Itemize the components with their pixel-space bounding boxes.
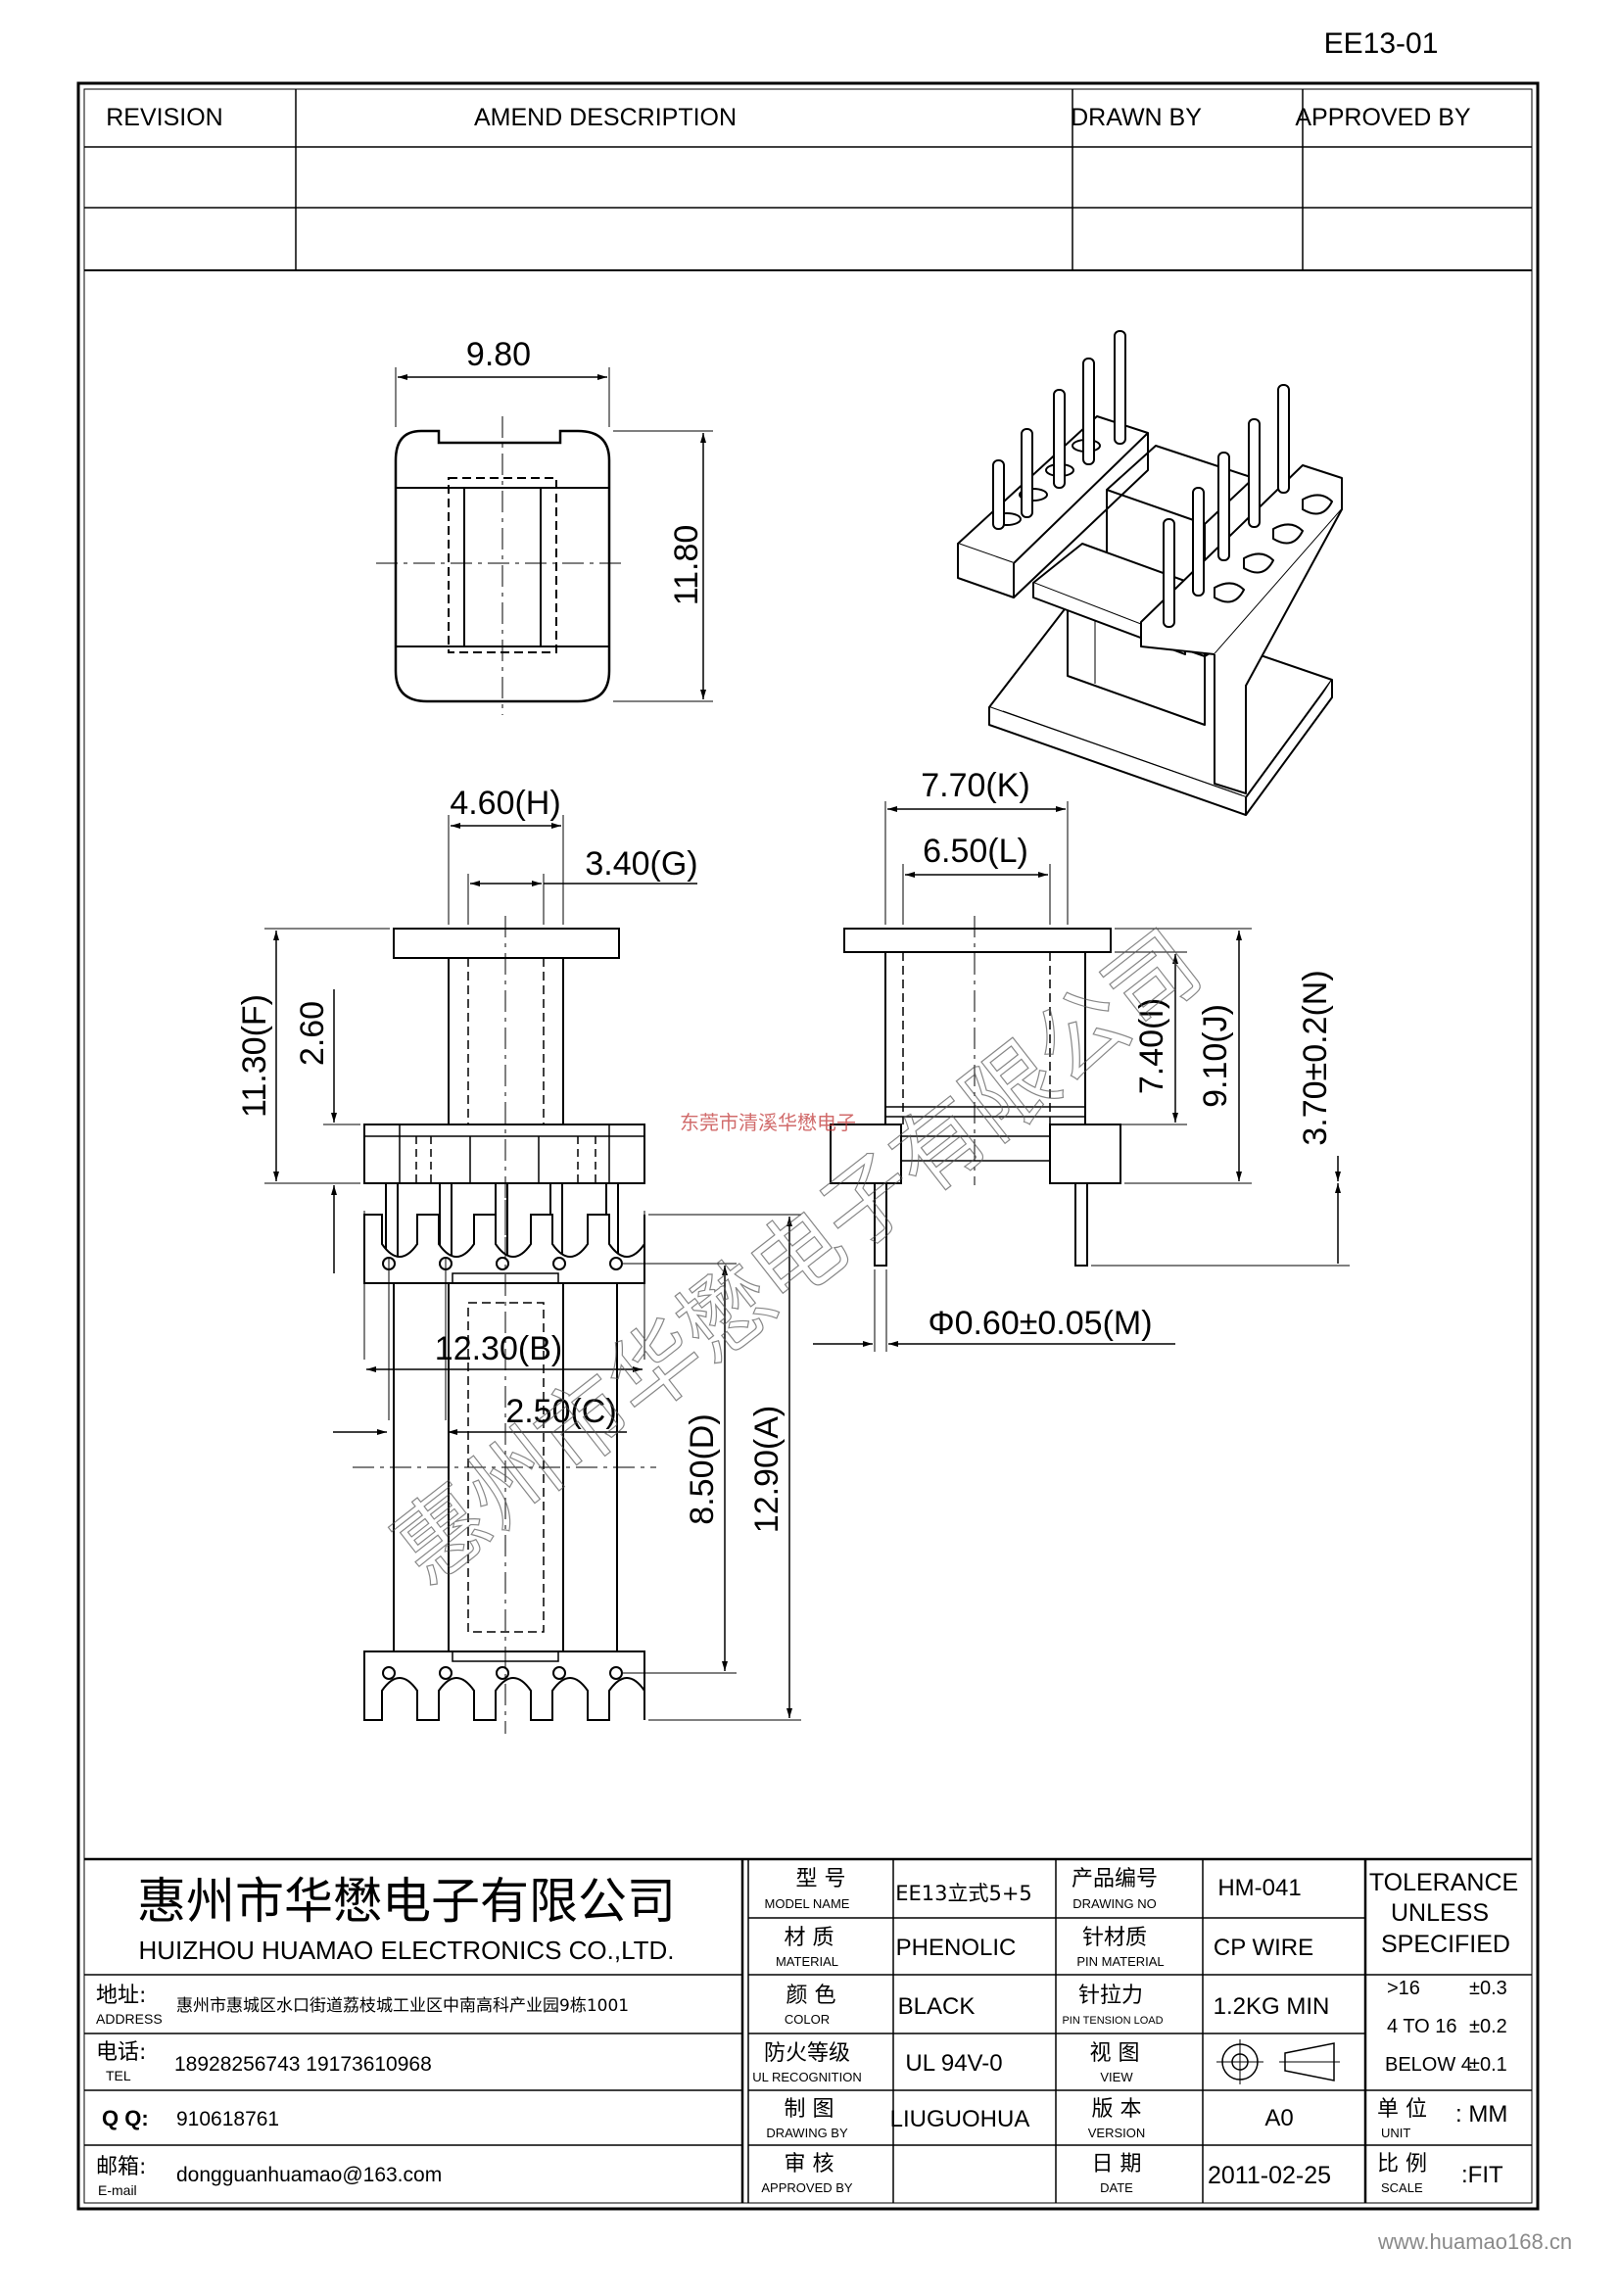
- view-label-en: VIEW: [1100, 2070, 1133, 2084]
- pin-material-label-cn: 针材质: [1082, 1926, 1147, 1950]
- color-value: BLACK: [898, 1993, 976, 2020]
- rev-header-approved-by: APPROVED BY: [1295, 104, 1471, 131]
- rev-header-amend: AMEND DESCRIPTION: [474, 104, 737, 131]
- rev-header-drawn-by: DRAWN BY: [1071, 104, 1202, 131]
- dim-front-G: 3.40(G): [585, 845, 697, 883]
- material-label-en: MATERIAL: [776, 1954, 838, 1969]
- dim-side-N: 3.70±0.2(N): [1297, 970, 1334, 1145]
- tel-label-cn: 电话:: [96, 2040, 146, 2065]
- dim-bottom-C: 2.50(C): [505, 1393, 616, 1430]
- doc-number: EE13-01: [1324, 27, 1439, 60]
- front-view: [264, 815, 697, 1273]
- dim-side-I: 7.40(I): [1133, 998, 1170, 1094]
- pin-material-label-en: PIN MATERIAL: [1076, 1954, 1164, 1969]
- version-label-cn: 版 本: [1092, 2097, 1142, 2122]
- dim-side-L: 6.50(L): [923, 833, 1028, 870]
- tol-range-3: BELOW 4: [1385, 2054, 1472, 2076]
- model-label-cn: 型 号: [796, 1867, 846, 1891]
- dim-side-J: 9.10(J): [1197, 1004, 1234, 1108]
- view-label-cn: 视 图: [1090, 2041, 1140, 2066]
- scale-label-en: SCALE: [1381, 2180, 1423, 2195]
- tol-range-2: 4 TO 16: [1387, 2016, 1457, 2037]
- dim-bottom-A: 12.90(A): [748, 1406, 786, 1533]
- scale-label-cn: 比 例: [1377, 2152, 1427, 2176]
- date-value: 2011-02-25: [1208, 2162, 1331, 2189]
- dim-top-height: 11.80: [668, 525, 705, 606]
- tel-label-en: TEL: [106, 2068, 131, 2083]
- email-label-cn: 邮箱:: [96, 2155, 146, 2179]
- website: www.huamao168.cn: [1377, 2229, 1572, 2254]
- drawing-no-label-en: DRAWING NO: [1072, 1896, 1156, 1911]
- drawing-no-label-cn: 产品编号: [1072, 1867, 1158, 1891]
- title-block-grid: [84, 1857, 1532, 2203]
- tolerance-line2: UNLESS: [1391, 1899, 1489, 1927]
- isometric-view: [957, 330, 1343, 816]
- dim-pin-M: Φ0.60±0.05(M): [928, 1305, 1152, 1342]
- rev-header-revision: REVISION: [106, 104, 222, 131]
- dim-front-F: 11.30(F): [236, 994, 273, 1118]
- version-value: A0: [1264, 2105, 1293, 2131]
- ul-value: UL 94V-0: [905, 2050, 1002, 2077]
- address-value: 惠州市惠城区水口街道荔枝城工业区中南高科产业园9栋1001: [176, 1996, 629, 2016]
- projection-symbol-icon: [1216, 2039, 1340, 2084]
- dim-front-260: 2.60: [294, 1001, 331, 1066]
- tol-value-3: ±0.1: [1469, 2054, 1507, 2076]
- approved-label-cn: 审 核: [785, 2152, 834, 2176]
- pin-tension-label-en: PIN TENSION LOAD: [1062, 2015, 1163, 2027]
- drawing-frame: [76, 81, 1540, 2211]
- revision-table: [84, 89, 1532, 271]
- dim-front-H: 4.60(H): [450, 785, 560, 822]
- watermark-small: 东莞市清溪华懋电子: [680, 1111, 856, 1134]
- date-label-cn: 日 期: [1092, 2152, 1142, 2176]
- qq-value: 910618761: [176, 2108, 279, 2130]
- pin-tension-value: 1.2KG MIN: [1214, 1993, 1330, 2020]
- unit-label-en: UNIT: [1381, 2126, 1410, 2140]
- approved-label-en: APPROVED BY: [761, 2180, 853, 2195]
- tol-value-1: ±0.3: [1469, 1978, 1507, 1999]
- ul-label-en: UL RECOGNITION: [752, 2070, 861, 2084]
- scale-value: :FIT: [1461, 2162, 1503, 2188]
- tol-range-1: >16: [1387, 1978, 1420, 1999]
- company-name-cn: 惠州市华懋电子有限公司: [137, 1873, 676, 1930]
- address-label-cn: 地址:: [96, 1984, 146, 2008]
- pin-tension-label-cn: 针拉力: [1078, 1984, 1143, 2008]
- date-label-en: DATE: [1100, 2180, 1133, 2195]
- dim-side-K: 7.70(K): [921, 767, 1030, 804]
- email-value: dongguanhuamao@163.com: [176, 2164, 442, 2186]
- email-label-en: E-mail: [98, 2182, 137, 2198]
- side-view: [813, 801, 1350, 1352]
- drawing-by-label-en: DRAWING BY: [766, 2126, 848, 2140]
- unit-label-cn: 单 位: [1377, 2097, 1427, 2122]
- model-value: EE13立式5+5: [895, 1882, 1032, 1905]
- dim-top-width: 9.80: [466, 336, 531, 373]
- color-label-en: COLOR: [785, 2012, 830, 2027]
- dim-bottom-B: 12.30(B): [435, 1330, 562, 1367]
- ul-label-cn: 防火等级: [764, 2041, 850, 2066]
- model-label-en: MODEL NAME: [765, 1896, 850, 1911]
- company-name-en: HUIZHOU HUAMAO ELECTRONICS CO.,LTD.: [138, 1936, 674, 1965]
- tel-value: 18928256743 19173610968: [174, 2053, 432, 2076]
- version-label-en: VERSION: [1088, 2126, 1146, 2140]
- pin-material-value: CP WIRE: [1214, 1935, 1313, 1961]
- material-label-cn: 材 质: [785, 1926, 834, 1950]
- tolerance-line1: TOLERANCE: [1369, 1869, 1518, 1896]
- unit-value: : MM: [1455, 2101, 1507, 2128]
- bottom-view: [333, 1200, 801, 1734]
- material-value: PHENOLIC: [896, 1935, 1017, 1961]
- dim-bottom-D: 8.50(D): [684, 1413, 721, 1524]
- tol-value-2: ±0.2: [1469, 2016, 1507, 2037]
- drawing-by-value: LIUGUOHUA: [890, 2106, 1030, 2132]
- color-label-cn: 颜 色: [786, 1984, 836, 2008]
- drawing-no-value: HM-041: [1217, 1875, 1301, 1901]
- tolerance-line3: SPECIFIED: [1381, 1931, 1510, 1958]
- drawing-by-label-cn: 制 图: [785, 2097, 834, 2122]
- top-view: [376, 367, 713, 715]
- qq-label: Q Q:: [102, 2106, 149, 2130]
- address-label-en: ADDRESS: [96, 2011, 163, 2027]
